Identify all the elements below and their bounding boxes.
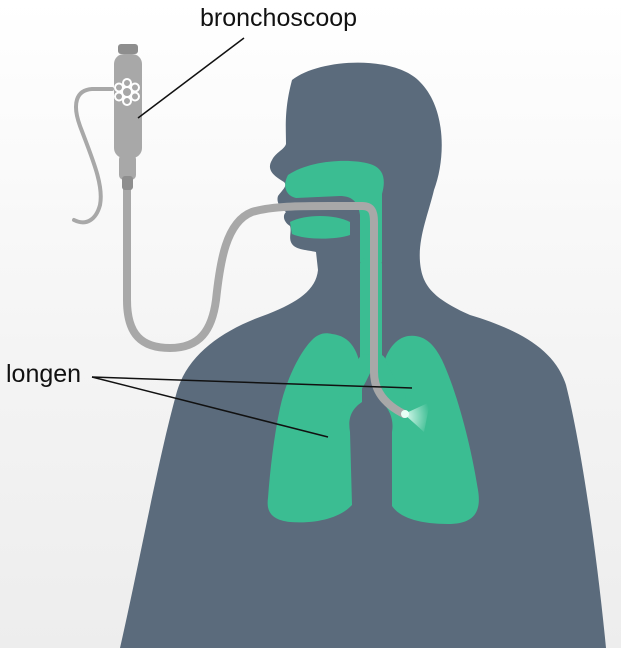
oral-cavity — [290, 216, 350, 239]
label-bronchoscope: bronchoscoop — [200, 6, 357, 31]
bronchoscope-handle — [114, 54, 142, 158]
scope-tip — [401, 410, 409, 418]
leader-line-bronchoscope — [138, 38, 244, 118]
umbilical-cord — [74, 89, 112, 222]
bronchoscope-strain-relief — [122, 176, 133, 190]
bronchoscope-eyepiece — [118, 44, 138, 54]
label-lungs: longen — [6, 362, 81, 387]
